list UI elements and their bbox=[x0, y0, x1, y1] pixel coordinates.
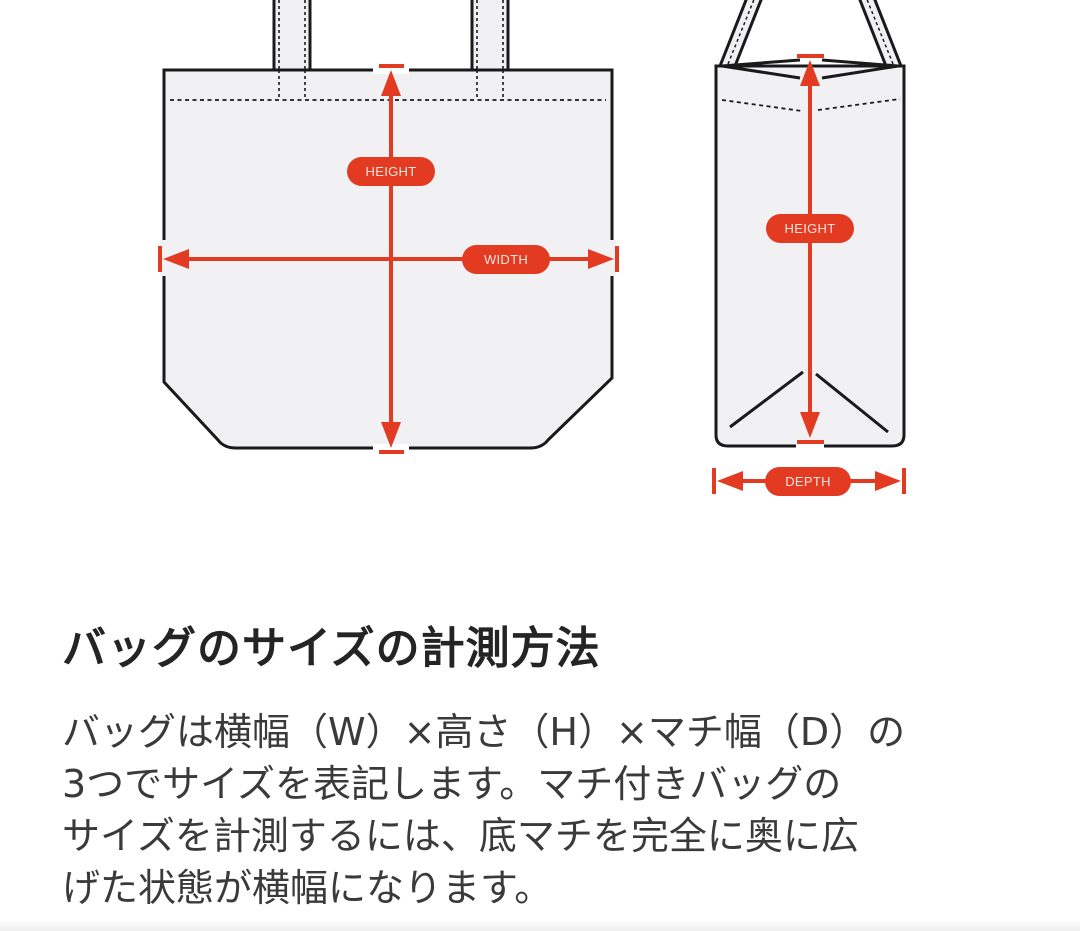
svg-text:HEIGHT: HEIGHT bbox=[366, 164, 417, 179]
svg-text:HEIGHT: HEIGHT bbox=[785, 221, 836, 236]
svg-text:WIDTH: WIDTH bbox=[484, 252, 528, 267]
front-height-label: HEIGHT bbox=[347, 157, 435, 186]
body-line: 3つでサイズを表記します。マチ付きバッグの bbox=[62, 762, 842, 806]
body-line: げた状態が横幅になります。 bbox=[62, 866, 553, 910]
front-handle-left bbox=[272, 0, 312, 100]
section-body: バッグは横幅（W）×高さ（H）×マチ幅（D）の 3つでサイズを表記します。マチ付… bbox=[62, 706, 1022, 914]
bag-measurement-diagram: HEIGHT WIDTH bbox=[158, 0, 906, 496]
svg-text:DEPTH: DEPTH bbox=[785, 474, 831, 489]
bottom-edge bbox=[0, 919, 1080, 931]
front-width-label: WIDTH bbox=[462, 245, 550, 274]
side-depth-label: DEPTH bbox=[765, 467, 851, 496]
body-line: バッグは横幅（W）×高さ（H）×マチ幅（D）の bbox=[62, 710, 906, 754]
side-height-label: HEIGHT bbox=[766, 214, 854, 243]
section-title: バッグのサイズの計測方法 bbox=[62, 623, 601, 674]
body-line: サイズを計測するには、底マチを完全に奥に広 bbox=[62, 814, 859, 858]
side-height-arrow bbox=[797, 54, 824, 444]
side-seam-line bbox=[721, 99, 803, 112]
